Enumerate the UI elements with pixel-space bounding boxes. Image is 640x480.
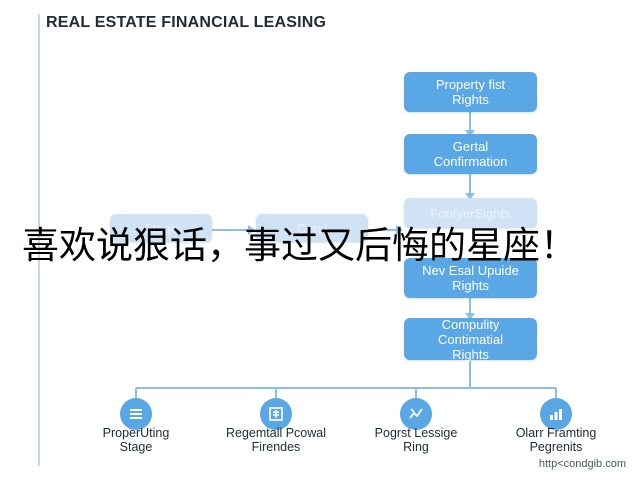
stage-label-line: Pogrst Lessige: [374, 426, 458, 440]
side-box-cersl: Cersl: [256, 214, 368, 242]
arrowhead-stage-cersl: [248, 225, 255, 235]
flow-box-line: Nev Esal Upuide: [422, 263, 519, 278]
flow-box-property-rights: Property fist Rights: [404, 72, 537, 112]
flow-box-line: Contimatial: [437, 331, 504, 347]
side-box-line: Stage: [144, 220, 178, 236]
stage-label-3: Pogrst Lessige Ring: [351, 426, 481, 454]
stage-label-2: Regemtall Pcowal Firendes: [211, 426, 341, 454]
flow-box-line: FootyerSights: [430, 205, 511, 221]
flow-box-line: Gertal: [452, 139, 489, 154]
arrowhead-cersl-flow: [396, 225, 403, 235]
arrowhead-1-2: [465, 130, 475, 137]
stage-label-line: Firendes: [251, 440, 301, 454]
flow-box-line: Property fist: [435, 77, 506, 92]
watermark-url: http<condgib.com: [538, 458, 626, 470]
list-icon: [120, 398, 152, 430]
arrowhead-2-3: [465, 193, 475, 200]
flow-box-sights: FootyerSights: [404, 198, 537, 228]
flow-box-contimatial-rights: Compulity Contimatial Rights: [404, 316, 537, 362]
flow-box-upuide-rights: Nev Esal Upuide Rights: [404, 258, 537, 298]
left-rule: [38, 14, 40, 466]
arrowhead-4-5: [465, 313, 475, 320]
stage-label-line: ProperUting: [102, 426, 170, 440]
stage-label-1: ProperUting Stage: [71, 426, 201, 454]
side-box-stage: Stage: [110, 214, 212, 242]
flow-box-confirmation: Gertal Confirmation: [404, 134, 537, 174]
stage-label-4: Olarr Framting Pegrenits: [491, 426, 621, 454]
stage-label-line: Olarr Framting: [515, 426, 597, 440]
stage-label-line: Ring: [403, 440, 429, 454]
stage-label-line: Pegrenits: [529, 440, 583, 454]
diagram-title: REAL ESTATE FINANCIAL LEASING: [46, 14, 327, 31]
document-icon: [260, 398, 292, 430]
flow-box-line: Rights: [452, 346, 489, 362]
flow-box-line: Compulity: [441, 316, 500, 332]
bar-chart-icon: [540, 398, 572, 430]
flow-box-line: Rights: [452, 278, 489, 293]
flow-box-line: Confirmation: [433, 154, 508, 169]
side-box-line: Cersl: [296, 220, 328, 236]
flow-box-line: Rights: [452, 92, 489, 107]
stage-label-line: Regemtall Pcowal: [225, 426, 327, 440]
stage-label-line: Stage: [119, 440, 153, 454]
chart-icon: [400, 398, 432, 430]
overlay-caption: 喜欢说狠话，事过又后悔的星座！: [22, 224, 577, 267]
